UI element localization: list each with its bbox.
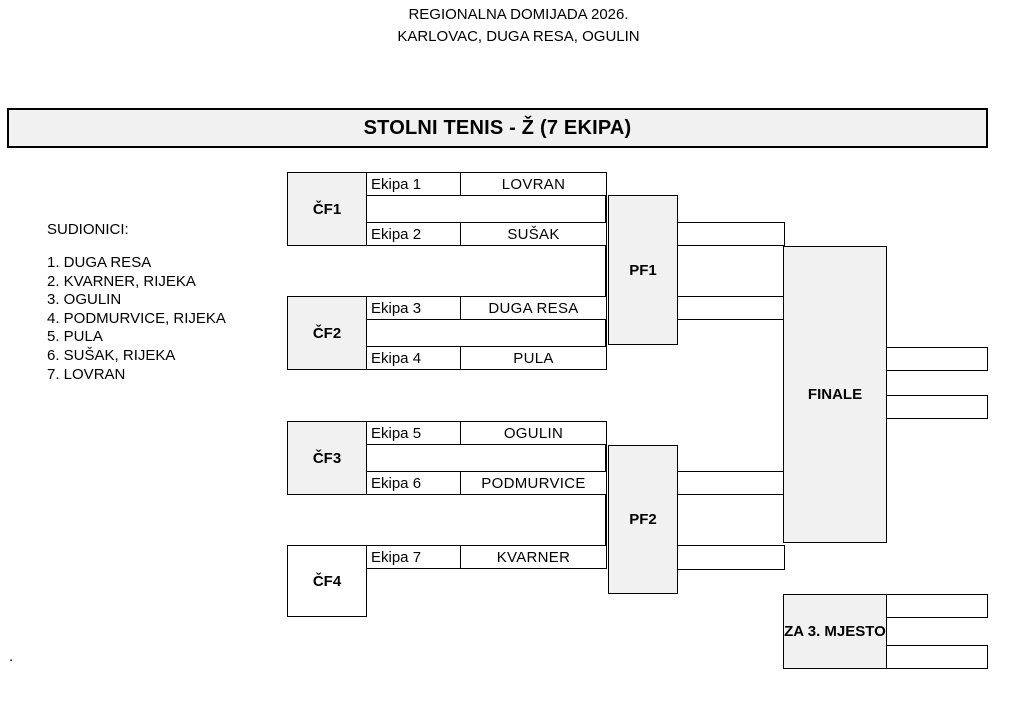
cf3-match1-slot-label: Ekipa 5 [367, 422, 461, 444]
participant-item: 3. OGULIN [47, 291, 122, 309]
cf2-label-box: ČF2 [287, 296, 367, 370]
finale-result-slot-2 [886, 395, 988, 419]
pf2-output-slot-bottom [677, 545, 785, 570]
pf1-output-slot-top [677, 222, 785, 246]
cf1-label-box: ČF1 [287, 172, 367, 246]
cf1-match1-row: Ekipa 1 LOVRAN [366, 172, 607, 196]
cf3-label-box: ČF3 [287, 421, 367, 495]
cf4-match1-row: Ekipa 7 KVARNER [366, 545, 607, 569]
pf1-label: PF1 [629, 261, 657, 279]
cf1-match1-slot-label: Ekipa 1 [367, 173, 461, 195]
cf4-match1-slot-label: Ekipa 7 [367, 546, 461, 568]
bracket-connector-bottom [605, 421, 607, 569]
pf1-output-slot-bottom [677, 296, 785, 320]
pf2-label: PF2 [629, 511, 657, 528]
participant-item: 6. SUŠAK, RIJEKA [47, 346, 176, 364]
cf4-label-box: ČF4 [287, 545, 367, 617]
participants-heading: SUDIONICI: [47, 221, 129, 238]
pf2-output-slot-top [677, 471, 785, 495]
finale-label-box: FINALE [783, 246, 887, 543]
cf1-match1-team-name: LOVRAN [501, 175, 566, 193]
participants-list: 1. DUGA RESA 2. KVARNER, RIJEKA 3. OGULI… [47, 254, 226, 384]
sport-title-bar: STOLNI TENIS - Ž (7 EKIPA) [7, 108, 988, 148]
cf1-match2-slot-label: Ekipa 2 [367, 223, 461, 245]
cf1-match2-row: Ekipa 2 SUŠAK [366, 222, 607, 246]
participant-item: 5. PULA [47, 328, 103, 346]
third-place-result-slot-2 [886, 645, 988, 669]
cf2-match1-slot-label: Ekipa 3 [367, 297, 461, 319]
participant-item: 2. KVARNER, RIJEKA [47, 272, 196, 290]
event-locations: KARLOVAC, DUGA RESA, OGULIN [397, 28, 640, 45]
event-header: REGIONALNA DOMIJADA 2026. KARLOVAC, DUGA… [6, 4, 1025, 48]
cf4-match1-team-name: KVARNER [496, 548, 571, 566]
third-place-result-slot-1 [886, 594, 988, 618]
cf3-match2-row: Ekipa 6 PODMURVICE [366, 471, 607, 495]
cf2-label: ČF2 [312, 324, 342, 342]
cf4-label: ČF4 [312, 572, 342, 590]
finale-result-slot-1 [886, 347, 988, 371]
cf1-match2-team-name: SUŠAK [507, 225, 560, 243]
cf3-label: ČF3 [312, 449, 342, 467]
cf1-label: ČF1 [312, 200, 342, 218]
participant-item: 4. PODMURVICE, RIJEKA [47, 309, 226, 327]
cf2-match2-team-name: PULA [513, 349, 554, 367]
pf2-label-box: PF2 [608, 445, 678, 594]
third-place-label: ZA 3. MJESTO [784, 623, 886, 640]
participant-item: 1. DUGA RESA [47, 254, 152, 271]
cf3-match1-team-name: OGULIN [503, 424, 564, 442]
cf2-match2-row: Ekipa 4 PULA [366, 346, 607, 370]
participant-item: 7. LOVRAN [47, 365, 126, 383]
third-place-label-box: ZA 3. MJESTO [783, 594, 887, 669]
pf1-label-box: PF1 [608, 195, 678, 345]
sport-title: STOLNI TENIS - Ž (7 EKIPA) [363, 116, 632, 139]
event-title: REGIONALNA DOMIJADA 2026. [408, 6, 629, 23]
cf2-match2-slot-label: Ekipa 4 [367, 347, 461, 369]
cf2-match1-row: Ekipa 3 DUGA RESA [366, 296, 607, 320]
cf2-match1-team-name: DUGA RESA [488, 299, 579, 317]
cf3-match2-team-name: PODMURVICE [481, 474, 586, 492]
finale-label: FINALE [807, 386, 863, 403]
stray-period: . [9, 648, 14, 665]
cf3-match2-slot-label: Ekipa 6 [367, 472, 461, 494]
cf3-match1-row: Ekipa 5 OGULIN [366, 421, 607, 445]
bracket-connector-top [605, 172, 607, 370]
